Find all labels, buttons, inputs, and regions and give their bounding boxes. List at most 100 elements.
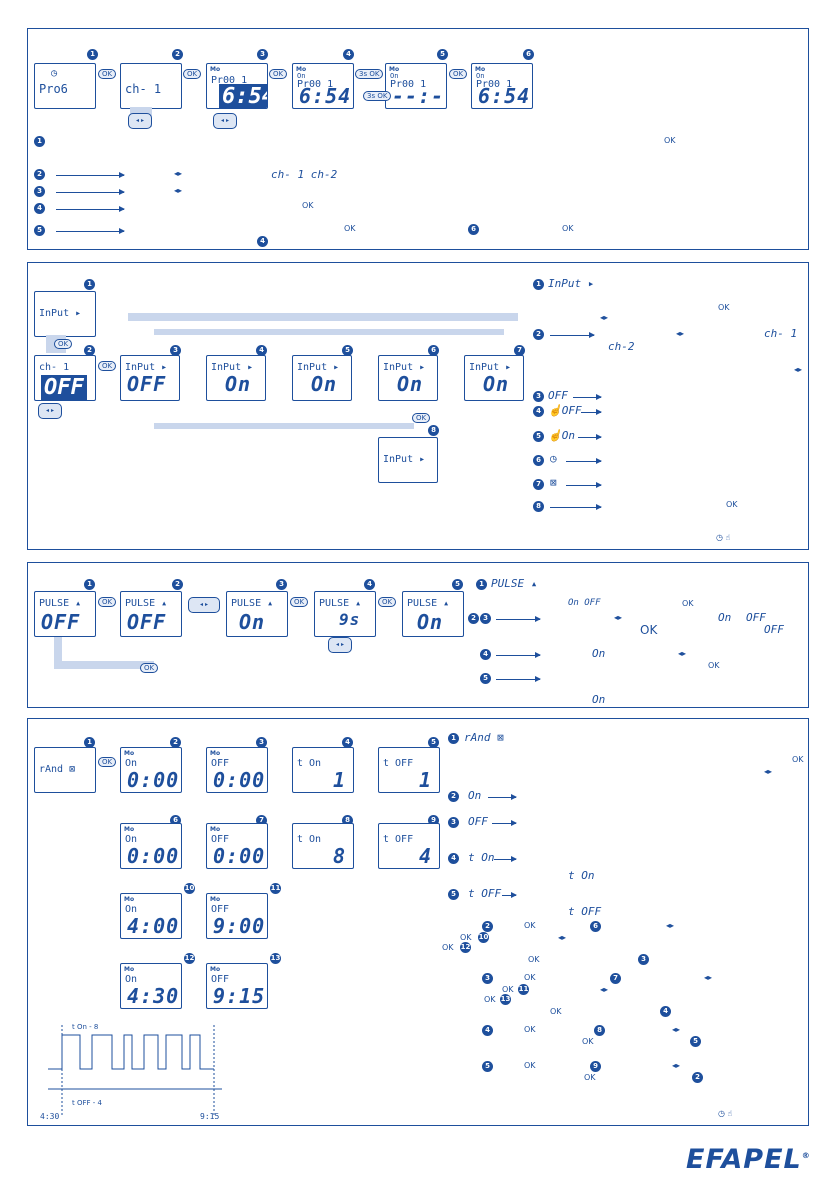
note-number: 5 bbox=[690, 1036, 701, 1047]
note-arrow bbox=[496, 651, 541, 659]
lcd-value: 4 bbox=[419, 844, 433, 868]
lcd-time: 4:00 bbox=[127, 914, 180, 938]
panel-input-section: 1 InPut ▸ OK 2 ch- 1 OFF ◂ ▸ OK 3 InPut … bbox=[27, 262, 809, 550]
step-number: 6 bbox=[428, 345, 439, 356]
lcd-value: 9s bbox=[339, 610, 361, 629]
navigation-keys-icon: ◂ ▸ bbox=[328, 637, 352, 653]
lcd-value: On bbox=[397, 372, 424, 396]
note-number: 7 bbox=[533, 479, 544, 490]
lcd-step-4: t On 1 bbox=[292, 747, 354, 793]
step-number: 3 bbox=[256, 737, 267, 748]
note-number: 3 bbox=[448, 817, 459, 828]
lcd-time: --:-- bbox=[392, 84, 445, 108]
ok-button-icon: OK bbox=[54, 339, 73, 349]
on-off-label: On OFF bbox=[568, 598, 601, 608]
note-number: 13 bbox=[500, 994, 511, 1005]
note-number: 4 bbox=[257, 236, 268, 247]
note-ok: OK bbox=[562, 224, 574, 233]
ok-3s-icon: 3s OK bbox=[355, 69, 384, 79]
loop-band bbox=[54, 637, 62, 667]
lcd-text: InPut ▸ bbox=[39, 308, 82, 319]
lcd-step-5: t OFF 1 bbox=[378, 747, 440, 793]
note-ok: OK bbox=[682, 599, 694, 608]
step-number: 2 bbox=[170, 737, 181, 748]
note-number: 4 bbox=[448, 853, 459, 864]
loop-band bbox=[154, 329, 504, 335]
toff-label: t OFF bbox=[568, 905, 602, 918]
note-ok: OK bbox=[524, 1025, 536, 1034]
note-number: 9 bbox=[590, 1061, 601, 1072]
toff-label: t OFF - 4 bbox=[72, 1099, 103, 1107]
note-ok: OK bbox=[792, 755, 804, 764]
state-label: On bbox=[125, 904, 138, 915]
note-number: 6 bbox=[533, 455, 544, 466]
ok-button-icon: OK bbox=[290, 597, 309, 607]
lcd-text: t On bbox=[297, 834, 322, 845]
lcd-step-7: InPut ▸ On bbox=[464, 355, 524, 401]
panel-pulse-section: 1 PULSE ▴ OFF OK OK 2 PULSE ▴ OFF ◂ ▸ 3 … bbox=[27, 562, 809, 708]
note-ok: OK bbox=[528, 955, 540, 964]
note-number: 2 bbox=[34, 169, 45, 180]
state-label: On bbox=[476, 72, 485, 80]
lcd-step-2: ch- 1 OFF bbox=[34, 355, 96, 401]
step-number: 6 bbox=[170, 815, 181, 826]
note-number: 2 bbox=[482, 921, 493, 932]
lcd-step-8: InPut ▸ bbox=[378, 437, 438, 483]
lcd-step-6: Mo On 0:00 bbox=[120, 823, 182, 869]
step-number: 5 bbox=[342, 345, 353, 356]
program-label: Pr00 1 bbox=[211, 75, 248, 86]
program-label: Pr00 1 bbox=[476, 79, 513, 90]
state-label: On bbox=[390, 72, 399, 80]
step-number: 1 bbox=[87, 49, 98, 60]
lcd-step-12: Mo On 4:30 bbox=[120, 963, 182, 1009]
off-label: OFF bbox=[468, 815, 488, 828]
navigation-keys-icon: ◂ ▸ bbox=[128, 113, 152, 129]
step-number: 1 bbox=[84, 279, 95, 290]
ok-button-icon: OK bbox=[183, 69, 202, 79]
note-ok: OK bbox=[582, 1037, 594, 1046]
nav-arrows-icon: ◂▸ bbox=[672, 1061, 681, 1070]
note-number: 11 bbox=[518, 984, 529, 995]
channel-2-label: ch-2 bbox=[608, 340, 635, 353]
note-arrow bbox=[56, 205, 125, 213]
start-time-label: 4:30 bbox=[40, 1112, 59, 1121]
lcd-text: PULSE ▴ bbox=[125, 598, 168, 609]
note-ok: OK bbox=[550, 1007, 562, 1016]
day-label: Mo bbox=[475, 66, 486, 73]
note-ok: OK bbox=[524, 921, 536, 930]
note-number: 4 bbox=[482, 1025, 493, 1036]
lcd-step-7: Mo OFF 0:00 bbox=[206, 823, 268, 869]
day-label: Mo bbox=[210, 966, 221, 973]
note-arrow bbox=[56, 227, 125, 235]
lcd-time: 6:54 bbox=[478, 84, 531, 108]
nav-arrows-icon: ◂▸ bbox=[678, 649, 687, 658]
ton-label: t On - 8 bbox=[72, 1023, 98, 1031]
off-label: OFF bbox=[746, 611, 766, 624]
lcd-step-2: Mo On 0:00 bbox=[120, 747, 182, 793]
note-number: 5 bbox=[448, 889, 459, 900]
step-number: 9 bbox=[428, 815, 439, 826]
nav-arrows-icon: ◂▸ bbox=[672, 1025, 681, 1034]
lcd-text: PULSE ▴ bbox=[407, 598, 450, 609]
note-arrow bbox=[581, 408, 602, 416]
nav-arrows-icon: ◂▸ bbox=[558, 933, 567, 942]
step-number: 1 bbox=[84, 737, 95, 748]
random-timing-diagram: 4:30 9:15 t On - 8 t OFF - 4 bbox=[40, 1023, 222, 1121]
step-number: 5 bbox=[452, 579, 463, 590]
nav-arrows-icon: ◂▸ bbox=[794, 365, 803, 374]
state-label: On bbox=[125, 974, 138, 985]
lcd-step-4: InPut ▸ On bbox=[206, 355, 266, 401]
loop-band bbox=[154, 423, 414, 429]
lcd-step-3: Mo OFF 0:00 bbox=[206, 747, 268, 793]
day-label: Mo bbox=[389, 66, 400, 73]
day-label: Mo bbox=[210, 896, 221, 903]
on-label: On bbox=[718, 611, 732, 624]
state-label: On bbox=[297, 72, 306, 80]
note-arrow bbox=[496, 675, 541, 683]
note-number: 10 bbox=[478, 932, 489, 943]
nav-arrows-icon: ◂▸ bbox=[676, 329, 685, 338]
step-number: 12 bbox=[184, 953, 195, 964]
lcd-text: PULSE ▴ bbox=[319, 598, 362, 609]
toff-label: t OFF bbox=[468, 887, 502, 900]
step-number: 13 bbox=[270, 953, 281, 964]
